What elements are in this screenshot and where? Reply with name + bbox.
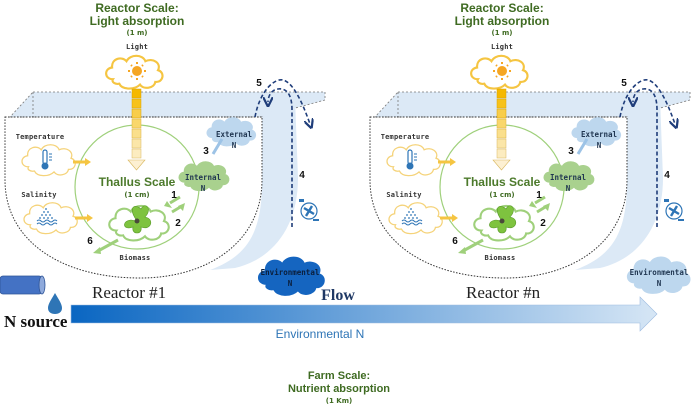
thallus-scale-title: Thallus Scale (463, 175, 541, 189)
step-3: 3 (568, 146, 574, 157)
reactor-scale-title: Reactor Scale: (95, 1, 179, 15)
reactor-tank-side (210, 98, 298, 270)
reactor-1 (4, 54, 326, 296)
flow-arrow (70, 296, 658, 332)
step-2: 2 (175, 218, 181, 229)
temperature-cloud (21, 144, 76, 177)
external-to-internal-arrow (211, 138, 224, 155)
dashed-arrow-4 (268, 88, 293, 227)
step-4: 4 (664, 170, 670, 181)
environmental-n-flow-label: Environmental N (275, 327, 365, 341)
thermometer-icon (41, 149, 52, 170)
step-6: 6 (87, 236, 93, 247)
farm-scale-size: (1 Km) (325, 397, 353, 405)
farm-scale-subtitle: Nutrient absorption (287, 383, 391, 395)
light-label: Light (125, 43, 149, 51)
step-6: 6 (452, 236, 458, 247)
sun-icon (128, 62, 146, 80)
thallus-scale-title: Thallus Scale (98, 175, 176, 189)
pump-icon (299, 199, 319, 221)
farm-scale-title: Farm Scale: (307, 370, 371, 382)
step-1: 1 (536, 190, 542, 201)
reactor-1-label: Reactor #1 (92, 283, 167, 302)
salinity-label: Salinity (21, 191, 57, 199)
thermometer-icon (406, 149, 417, 170)
reactor-n (369, 54, 691, 294)
reactor-scale-subtitle: Light absorption (454, 14, 550, 28)
reactor-scale-subtitle: Light absorption (89, 14, 185, 28)
reactor-n-label: Reactor #n (466, 283, 541, 302)
seaweed-icon (124, 205, 152, 234)
reactor-scale-size: (1 m) (491, 29, 513, 37)
light-label: Light (490, 43, 514, 51)
thallus-scale-size: (1 cm) (489, 191, 515, 199)
salinity-cloud (23, 202, 78, 235)
pipe-icon (0, 275, 46, 295)
step-4: 4 (299, 170, 305, 181)
water-drop-icon (48, 293, 62, 314)
flow-label: Flow (321, 287, 355, 304)
step-1: 1 (171, 190, 177, 201)
temperature-label: Temperature (15, 133, 65, 141)
step-2: 2 (540, 218, 546, 229)
thallus-scale-size: (1 cm) (124, 191, 150, 199)
step-3: 3 (203, 146, 209, 157)
pump-icon (664, 199, 684, 221)
salinity-label: Salinity (386, 191, 422, 199)
sun-icon (493, 62, 511, 80)
reactor-scale-size: (1 m) (126, 29, 148, 37)
salinity-icon (401, 208, 423, 226)
dashed-arrow-5 (254, 79, 310, 124)
seaweed-icon (489, 205, 517, 234)
light-beam-arrow (127, 88, 146, 171)
reactor-tank-front (4, 116, 263, 279)
n-source-label: N source (4, 312, 68, 331)
salinity-icon (36, 208, 58, 226)
biomass-label: Biomass (119, 254, 151, 262)
step-5: 5 (256, 78, 262, 89)
step-5: 5 (621, 78, 627, 89)
reactor-scale-title: Reactor Scale: (460, 1, 544, 15)
temperature-label: Temperature (380, 133, 430, 141)
biomass-label: Biomass (484, 254, 516, 262)
